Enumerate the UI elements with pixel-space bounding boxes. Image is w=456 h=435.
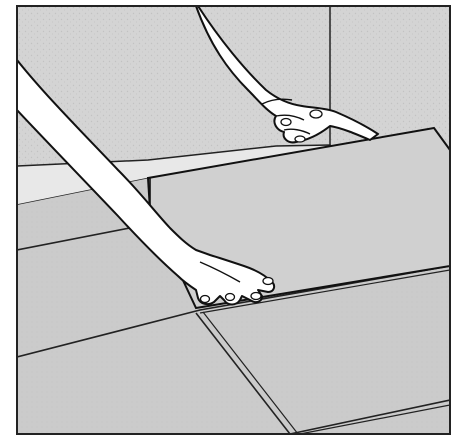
- right-fingernail-2: [281, 119, 291, 126]
- fingernail-4: [201, 296, 210, 303]
- right-fingernail-1: [310, 110, 322, 118]
- fingernail-2: [251, 293, 261, 300]
- fingernail-1: [263, 278, 273, 285]
- fingernail-3: [226, 294, 235, 301]
- right-thumb-nail: [295, 136, 305, 142]
